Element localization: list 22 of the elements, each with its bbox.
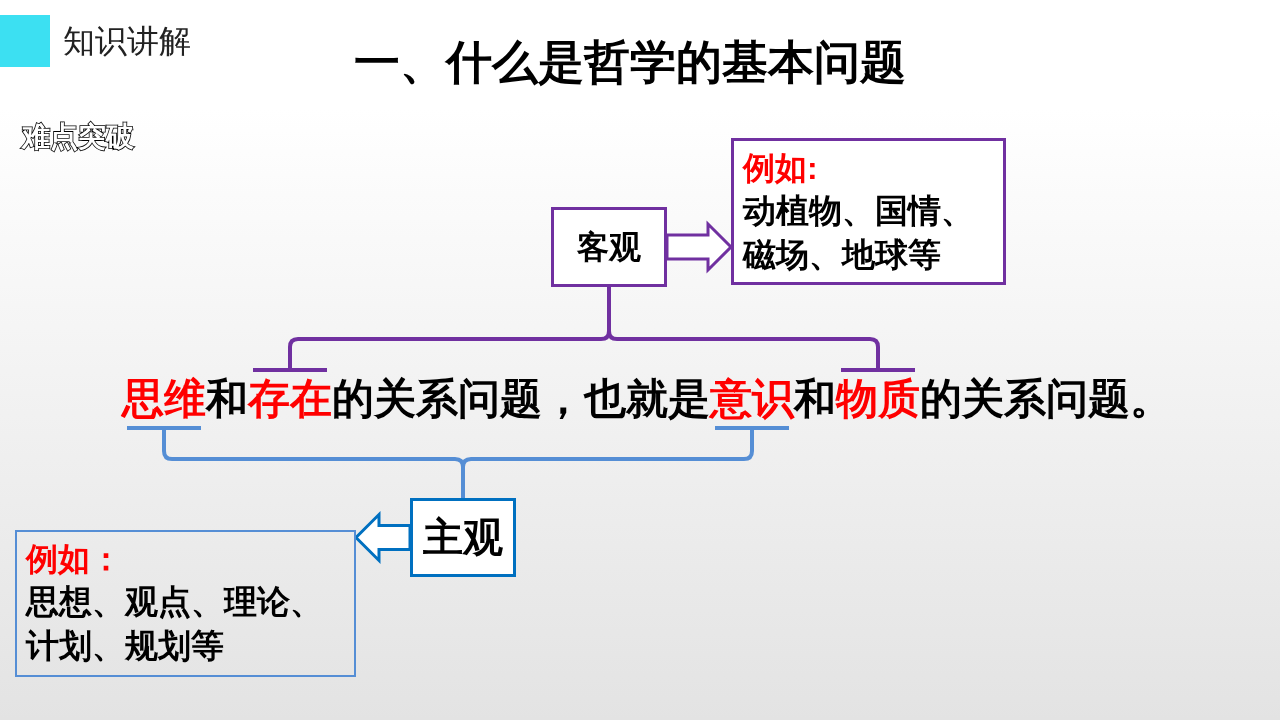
keyword-text: 意识 (710, 378, 794, 420)
concept-box (551, 207, 667, 287)
concept-label: 客观 (577, 227, 641, 267)
example-heading: 例如： (26, 540, 123, 579)
example-box (731, 138, 1006, 285)
keyword-text: 物质 (836, 378, 920, 420)
keyword-text: 思维 (122, 378, 206, 420)
sentence-text: 的关系问题，也就是 (332, 378, 710, 420)
sentence-text: 和 (206, 378, 248, 420)
example-box (15, 530, 356, 677)
keyword-text: 存在 (248, 378, 332, 420)
block-arrow (353, 510, 412, 565)
example-heading: 例如: (743, 149, 819, 188)
example-text: 思想、观点、理论、计划、规划等 (26, 582, 324, 666)
sentence-text: 的关系问题。 (920, 378, 1172, 420)
example-text: 动植物、国情、磁场、地球等 (743, 191, 975, 275)
concept-box (410, 498, 516, 577)
slide-title: 一、什么是哲学的基本问题 (354, 35, 906, 90)
block-arrow (665, 220, 734, 274)
concept-label: 主观 (423, 514, 503, 562)
section-heading: 知识讲解 (63, 22, 191, 61)
sentence-text: 和 (794, 378, 836, 420)
